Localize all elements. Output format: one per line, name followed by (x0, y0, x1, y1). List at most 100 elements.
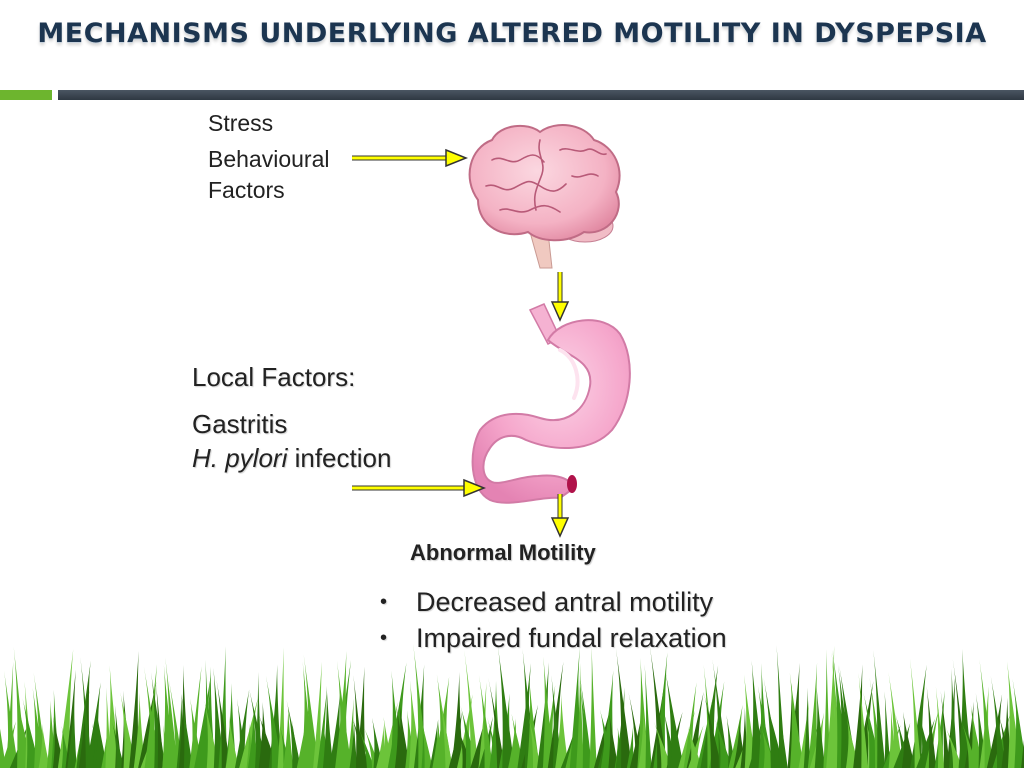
grass-blade (437, 686, 453, 768)
title-rule-green (0, 90, 52, 100)
grass-blade (52, 716, 66, 768)
grass-blade (92, 723, 103, 768)
bullet-text: Decreased antral motility (416, 587, 714, 617)
grass-blade (579, 675, 593, 768)
arrow-to-brain (352, 148, 469, 168)
grass-blade (390, 670, 403, 768)
local-factors-heading: Local Factors: (192, 362, 356, 392)
grass-border (0, 643, 1024, 768)
grass-blade (4, 670, 19, 768)
hpylori-rest: infection (294, 443, 392, 473)
grass-blade (683, 682, 697, 768)
grass-blade (1012, 678, 1024, 768)
grass-blade (926, 685, 937, 768)
grass-blade (935, 686, 945, 768)
grass-blade (526, 678, 540, 768)
grass-blade (225, 715, 240, 768)
grass-blade (823, 649, 831, 768)
grass-blade (397, 701, 411, 768)
grass-blade (286, 700, 301, 768)
outcome-bullet-list: • Decreased antral motility •Impaired fun… (380, 584, 727, 656)
grass-blade (322, 685, 334, 768)
grass-blade (803, 687, 811, 768)
bullet-item: •Impaired fundal relaxation (380, 620, 727, 656)
grass-blade (372, 717, 384, 768)
grass-blade (265, 675, 283, 768)
grass-blade (420, 715, 433, 768)
grass-blade (653, 721, 672, 768)
grass-blade (451, 672, 464, 768)
grass-blade (940, 690, 950, 768)
label-behavioural: Behavioural (208, 146, 330, 172)
grass-blade (687, 726, 703, 768)
grass-blade (383, 716, 394, 768)
grass-blade (599, 709, 617, 768)
grass-blade (204, 700, 221, 768)
grass-blade (918, 712, 934, 768)
grass-blade (488, 677, 505, 768)
grass-blade (67, 697, 77, 768)
grass-blade (853, 664, 864, 768)
grass-blade (181, 693, 193, 768)
arrow-brain-to-stomach (550, 272, 570, 322)
grass-blade (522, 649, 537, 768)
grass-blade (409, 680, 422, 768)
grass-blade (750, 660, 765, 768)
grass-blade (138, 681, 157, 768)
arrow-local-to-stomach (352, 478, 487, 498)
hpylori-italic: H. pylori (192, 443, 288, 473)
grass-blade (744, 674, 757, 768)
grass-blade (653, 652, 668, 768)
grass-blade (845, 717, 860, 768)
grass-blade (686, 691, 704, 768)
grass-blade (162, 665, 176, 768)
grass-blade (302, 661, 315, 768)
grass-blade (958, 649, 973, 768)
brain-illustration (468, 124, 621, 269)
bullet-dot: • (380, 591, 388, 613)
grass-blade (831, 652, 844, 768)
grass-blade (317, 689, 328, 768)
grass-blade (970, 704, 984, 768)
grass-blade (61, 725, 71, 768)
grass-blade (761, 727, 777, 768)
grass-blade (888, 671, 903, 768)
grass-blade (38, 723, 51, 768)
stomach-illustration (471, 303, 631, 504)
grass-blade (351, 716, 371, 768)
grass-blade (551, 675, 563, 768)
grass-blade (555, 693, 569, 768)
title-rule-dark (58, 90, 1024, 100)
grass-blade (436, 674, 453, 768)
grass-blade (283, 706, 294, 768)
label-stress: Stress (208, 110, 274, 136)
grass-blade (979, 659, 994, 768)
grass-blade (165, 657, 178, 768)
grass-blade (460, 705, 479, 768)
grass-blade (990, 675, 1006, 768)
grass-blade (858, 672, 869, 768)
grass-blade (838, 664, 853, 768)
grass-blade (112, 722, 125, 768)
grass-blade (464, 649, 479, 768)
grass-blade (527, 714, 542, 768)
grass-blade (349, 720, 358, 768)
grass-blade (1007, 661, 1022, 768)
grass-blade (814, 687, 826, 768)
grass-blade (216, 679, 231, 768)
grass-blade (356, 666, 366, 768)
grass-blade (303, 654, 319, 768)
grass-blade (576, 662, 585, 768)
grass-blade (909, 658, 922, 768)
grass-blade (589, 646, 597, 768)
label-factors: Factors (208, 177, 285, 203)
outcome-heading: Abnormal Motility (410, 540, 596, 565)
local-factor-hpylori: H. pylori infection (192, 441, 391, 475)
grass-blade (649, 644, 667, 768)
grass-blade (664, 668, 684, 768)
grass-blade (511, 713, 525, 768)
grass-blade (715, 719, 733, 768)
grass-blade (644, 664, 652, 768)
grass-blade (1021, 739, 1024, 768)
bullet-item: • Decreased antral motility (380, 584, 727, 620)
